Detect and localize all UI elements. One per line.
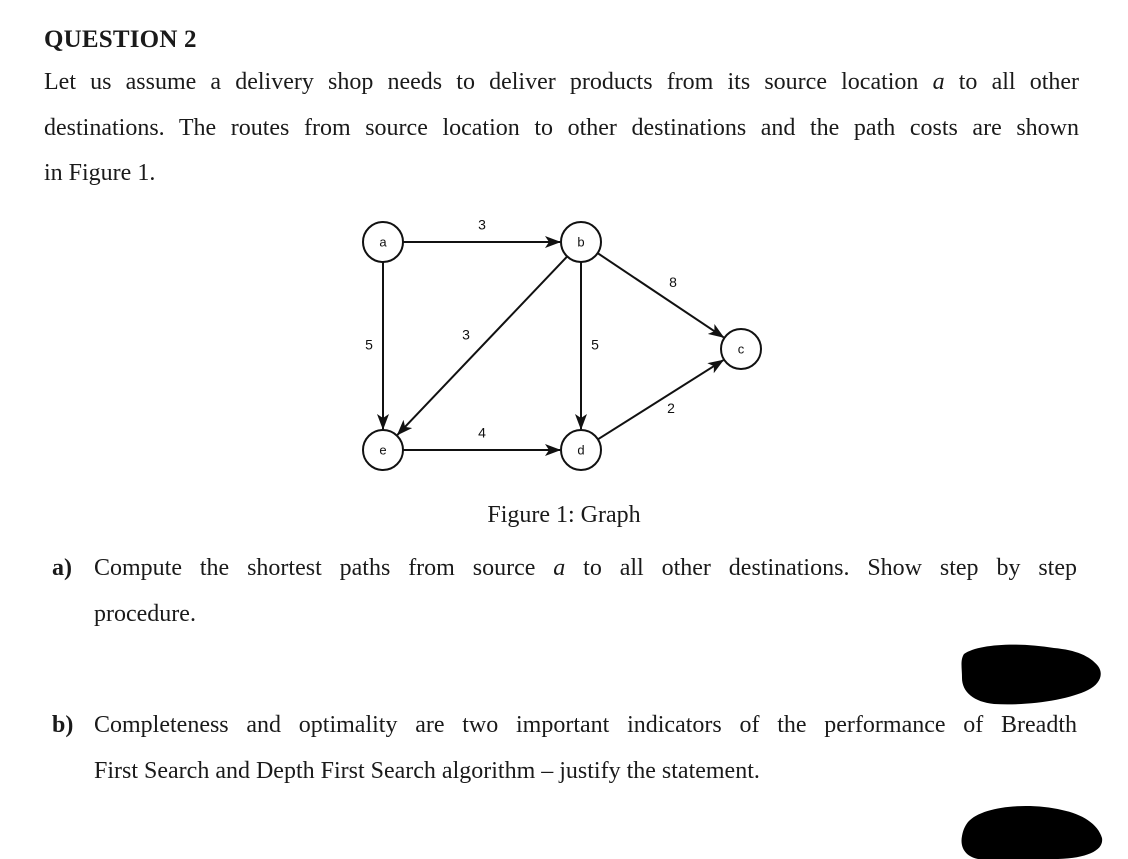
node-b: b	[560, 221, 602, 263]
edge-weight-b-c: 8	[669, 274, 677, 290]
node-e: e	[362, 429, 404, 471]
node-circle-e	[362, 429, 404, 471]
node-label-e: e	[379, 442, 386, 457]
node-circle-a	[362, 221, 404, 263]
question-a-line-1: Compute the shortest paths from source a…	[94, 555, 1077, 581]
question-b-label: b)	[52, 712, 74, 738]
intro-line-3: in Figure 1.	[44, 160, 156, 186]
edges-layer: 3 5 3 5 8 4 2	[365, 217, 725, 456]
edge-b-e	[396, 255, 568, 436]
intro-line-2: destinations. The routes from source loc…	[44, 114, 1079, 141]
intro-paragraph: Let us assume a delivery shop needs to d…	[44, 60, 1079, 197]
node-a: a	[362, 221, 404, 263]
question-a-label: a)	[52, 555, 72, 581]
question-b-line-1: Completeness and optimality are two impo…	[94, 712, 1077, 738]
edge-weight-e-d: 4	[478, 425, 486, 441]
question-a-line-2: procedure.	[94, 600, 196, 627]
question-heading: QUESTION 2	[44, 26, 197, 53]
edge-d-c	[597, 359, 725, 441]
node-label-d: d	[577, 442, 584, 457]
node-d: d	[560, 429, 602, 471]
node-circle-b	[560, 221, 602, 263]
source-variable: a	[553, 555, 566, 581]
node-circle-d	[560, 429, 602, 471]
node-label-b: b	[577, 234, 584, 249]
node-label-a: a	[379, 234, 387, 249]
redaction-blot-bottom	[961, 806, 1103, 859]
source-variable: a	[932, 69, 945, 95]
nodes-layer: a b c d e	[362, 221, 762, 471]
question-a: a) Compute the shortest paths from sourc…	[52, 546, 1077, 637]
edge-weight-a-e: 5	[365, 337, 373, 353]
figure-caption: Figure 1: Graph	[487, 502, 641, 528]
figure-1-graph: 3 5 3 5 8 4 2 a b c d e	[340, 205, 780, 485]
node-c: c	[720, 328, 762, 370]
intro-line-1: Let us assume a delivery shop needs to d…	[44, 69, 1080, 95]
question-b-text: Completeness and optimality are two impo…	[94, 703, 1077, 794]
graph-svg: 3 5 3 5 8 4 2 a b c d e	[362, 217, 762, 471]
question-a-text: Compute the shortest paths from source a…	[94, 546, 1077, 637]
node-label-c: c	[738, 341, 745, 356]
question-b-line-2: First Search and Depth First Search algo…	[94, 757, 760, 784]
edge-weight-a-b: 3	[478, 217, 486, 233]
question-b: b) Completeness and optimality are two i…	[52, 703, 1077, 794]
edge-b-c	[597, 252, 725, 339]
edge-weight-b-e: 3	[462, 327, 470, 343]
node-circle-c	[720, 328, 762, 370]
redaction-blot-top	[961, 644, 1101, 705]
edge-weight-d-c: 2	[667, 400, 675, 416]
edge-weight-b-d: 5	[591, 337, 599, 353]
